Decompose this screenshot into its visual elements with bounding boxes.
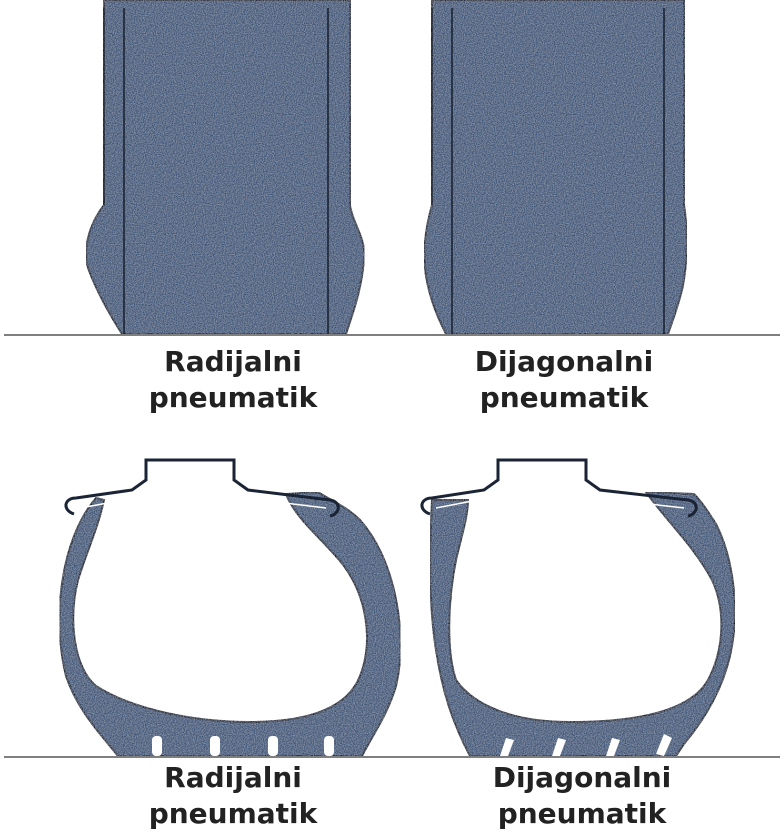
caption-diagonal-top: Dijagonalni pneumatik: [444, 344, 684, 416]
caption-radial-bottom: Radijalni pneumatik: [118, 760, 348, 832]
radial-tire-side-view: [86, 0, 364, 334]
caption-diagonal-top-line2: pneumatik: [444, 380, 684, 416]
caption-diagonal-bottom: Dijagonalni pneumatik: [462, 760, 702, 832]
radial-tire-cross-section: [59, 492, 400, 756]
caption-diagonal-top-line1: Dijagonalni: [444, 344, 684, 380]
caption-radial-bottom-line1: Radijalni: [118, 760, 348, 796]
caption-diagonal-bottom-line2: pneumatik: [462, 796, 702, 832]
diagonal-tire-cross-section: [430, 492, 735, 756]
caption-radial-bottom-line2: pneumatik: [118, 796, 348, 832]
caption-diagonal-bottom-line1: Dijagonalni: [462, 760, 702, 796]
caption-radial-top-line2: pneumatik: [118, 380, 348, 416]
caption-radial-top-line1: Radijalni: [118, 344, 348, 380]
caption-radial-top: Radijalni pneumatik: [118, 344, 348, 416]
diagonal-tire-side-view: [424, 0, 686, 334]
